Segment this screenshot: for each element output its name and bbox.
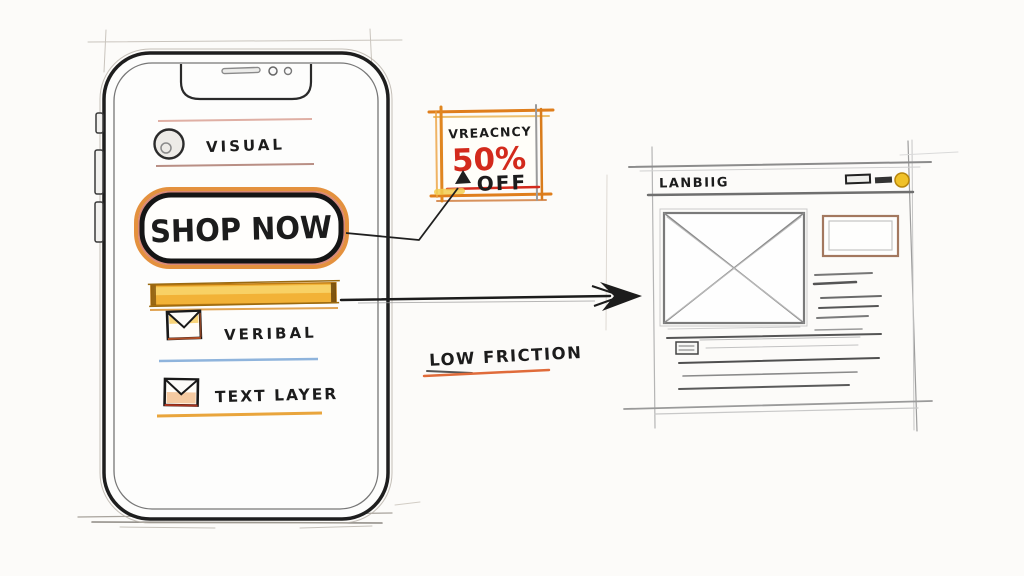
shop-now-button: SHOP NOW	[134, 187, 349, 269]
low-friction-label: LOW FRICTION	[429, 343, 583, 370]
shop-now-label: SHOP NOW	[150, 210, 333, 251]
nav-link-bar	[844, 173, 872, 185]
phone-sketch: VISUAL SHOP NOW VERIBAL	[94, 48, 393, 524]
text-layer-label: TEXT LAYER	[215, 385, 339, 406]
phone-side-buttons	[94, 112, 104, 243]
low-friction-underline	[422, 368, 551, 378]
wireframe-title: LANBIIG	[659, 175, 729, 191]
veribal-label: VERIBAL	[224, 324, 317, 344]
orange-divider-line	[156, 411, 323, 418]
phone-notch	[179, 64, 313, 101]
sidebar-text-lines	[812, 272, 882, 331]
envelope-icon	[163, 377, 200, 407]
arrow-to-wireframe	[339, 282, 642, 311]
body-text-lines	[678, 344, 880, 390]
small-button-box	[675, 341, 699, 355]
highlight-bar-sheen	[153, 284, 333, 296]
envelope-icon	[165, 309, 203, 341]
blue-divider-line	[158, 357, 319, 363]
hero-image-placeholder	[659, 208, 808, 330]
speaker-icon	[221, 66, 261, 75]
cta-dot-icon	[894, 172, 910, 188]
avatar-inner-dot	[160, 142, 172, 154]
discount-suffix: OFF	[476, 170, 527, 196]
arrowhead-up-icon	[455, 170, 471, 184]
sidebar-box	[821, 214, 900, 258]
shop-now-red-echo	[138, 191, 345, 265]
phone-outer-echo	[99, 48, 393, 524]
low-friction-annotation: LOW FRICTION	[422, 343, 583, 378]
visual-label: VISUAL	[206, 135, 285, 156]
urgency-label: VREACNCY	[448, 124, 532, 142]
landing-wireframe: LANBIIG	[623, 139, 959, 432]
highlight-bar	[147, 279, 340, 308]
urgency-badge: VREACNCY 50% OFF	[427, 104, 555, 203]
wireframe-header-rule	[646, 190, 915, 197]
shop-now-glow	[134, 187, 349, 269]
shop-now-outline	[139, 192, 344, 264]
sketch-line-top	[157, 118, 313, 122]
bar-underline	[149, 307, 339, 311]
phone-screen	[113, 62, 379, 510]
content-divider	[666, 333, 882, 339]
sensor-dot-icon	[283, 66, 293, 76]
arrow-button-to-badge	[345, 170, 471, 241]
camera-icon	[268, 66, 278, 76]
sketch-line-under-visual	[155, 163, 315, 167]
nav-link-bar	[874, 176, 893, 184]
